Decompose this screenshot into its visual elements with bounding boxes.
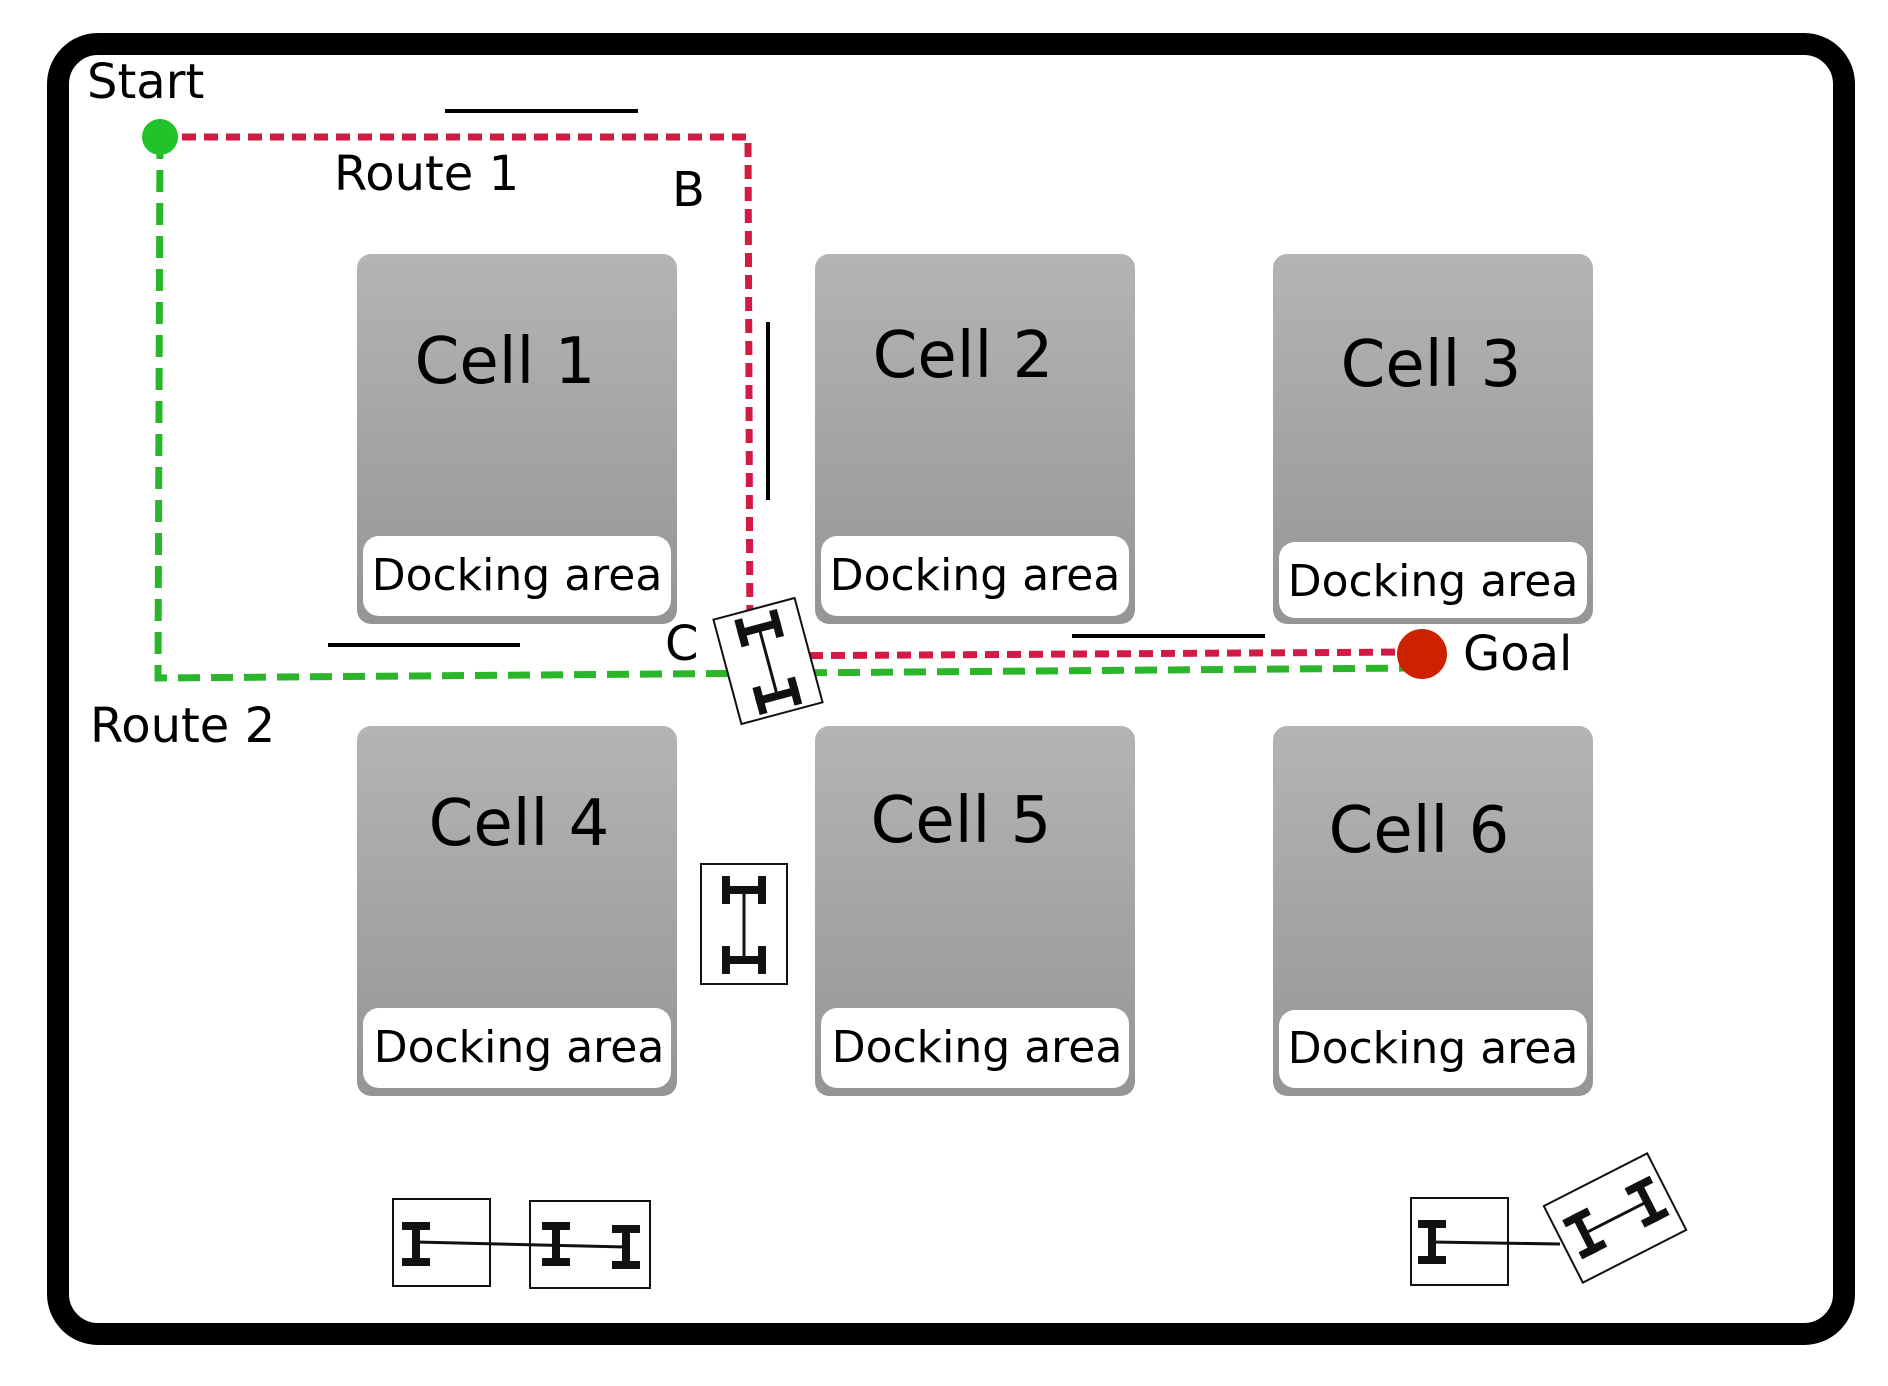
cell-3: Cell 3 Docking area: [1273, 254, 1593, 624]
vehicle-chassis-icon: [712, 596, 824, 726]
route-2-path: [154, 136, 1413, 682]
point-c-label: C: [665, 616, 699, 672]
vehicle-with-trailer-left: [392, 1198, 651, 1289]
cell-5-docking-area: Docking area: [832, 1022, 1123, 1073]
cell-3-label: Cell 3: [1341, 328, 1522, 402]
start-marker: [142, 119, 178, 155]
point-b-label: B: [672, 162, 705, 218]
cell-5: Cell 5 Docking area: [815, 726, 1135, 1096]
cell-1-label: Cell 1: [415, 325, 596, 399]
cell-4-docking-area: Docking area: [374, 1022, 665, 1073]
start-label: Start: [87, 54, 204, 110]
cell-2: Cell 2 Docking area: [815, 254, 1135, 624]
cell-4: Cell 4 Docking area: [357, 726, 677, 1096]
route-1-path: [160, 133, 1413, 660]
route-1-label: Route 1: [334, 146, 519, 202]
cell-6: Cell 6 Docking area: [1273, 726, 1593, 1096]
cell-1: Cell 1 Docking area: [357, 254, 677, 624]
cell-1-docking-area: Docking area: [372, 550, 663, 601]
cell-3-docking-area: Docking area: [1288, 556, 1579, 607]
cell-6-docking-area: Docking area: [1288, 1023, 1579, 1074]
route-2-label: Route 2: [90, 698, 275, 754]
goal-marker: [1397, 629, 1447, 679]
floor-border: [47, 33, 1855, 1345]
cell-6-label: Cell 6: [1329, 794, 1510, 868]
cell-2-docking-area: Docking area: [830, 550, 1121, 601]
goal-label: Goal: [1463, 626, 1572, 682]
vehicle-chassis-icon: [1542, 1152, 1688, 1284]
vehicle-chassis-icon: [700, 863, 788, 985]
vehicle-with-trailer-right: [1410, 1152, 1688, 1286]
cell-5-label: Cell 5: [871, 784, 1052, 858]
cell-4-label: Cell 4: [429, 787, 610, 861]
cell-2-label: Cell 2: [873, 319, 1054, 393]
